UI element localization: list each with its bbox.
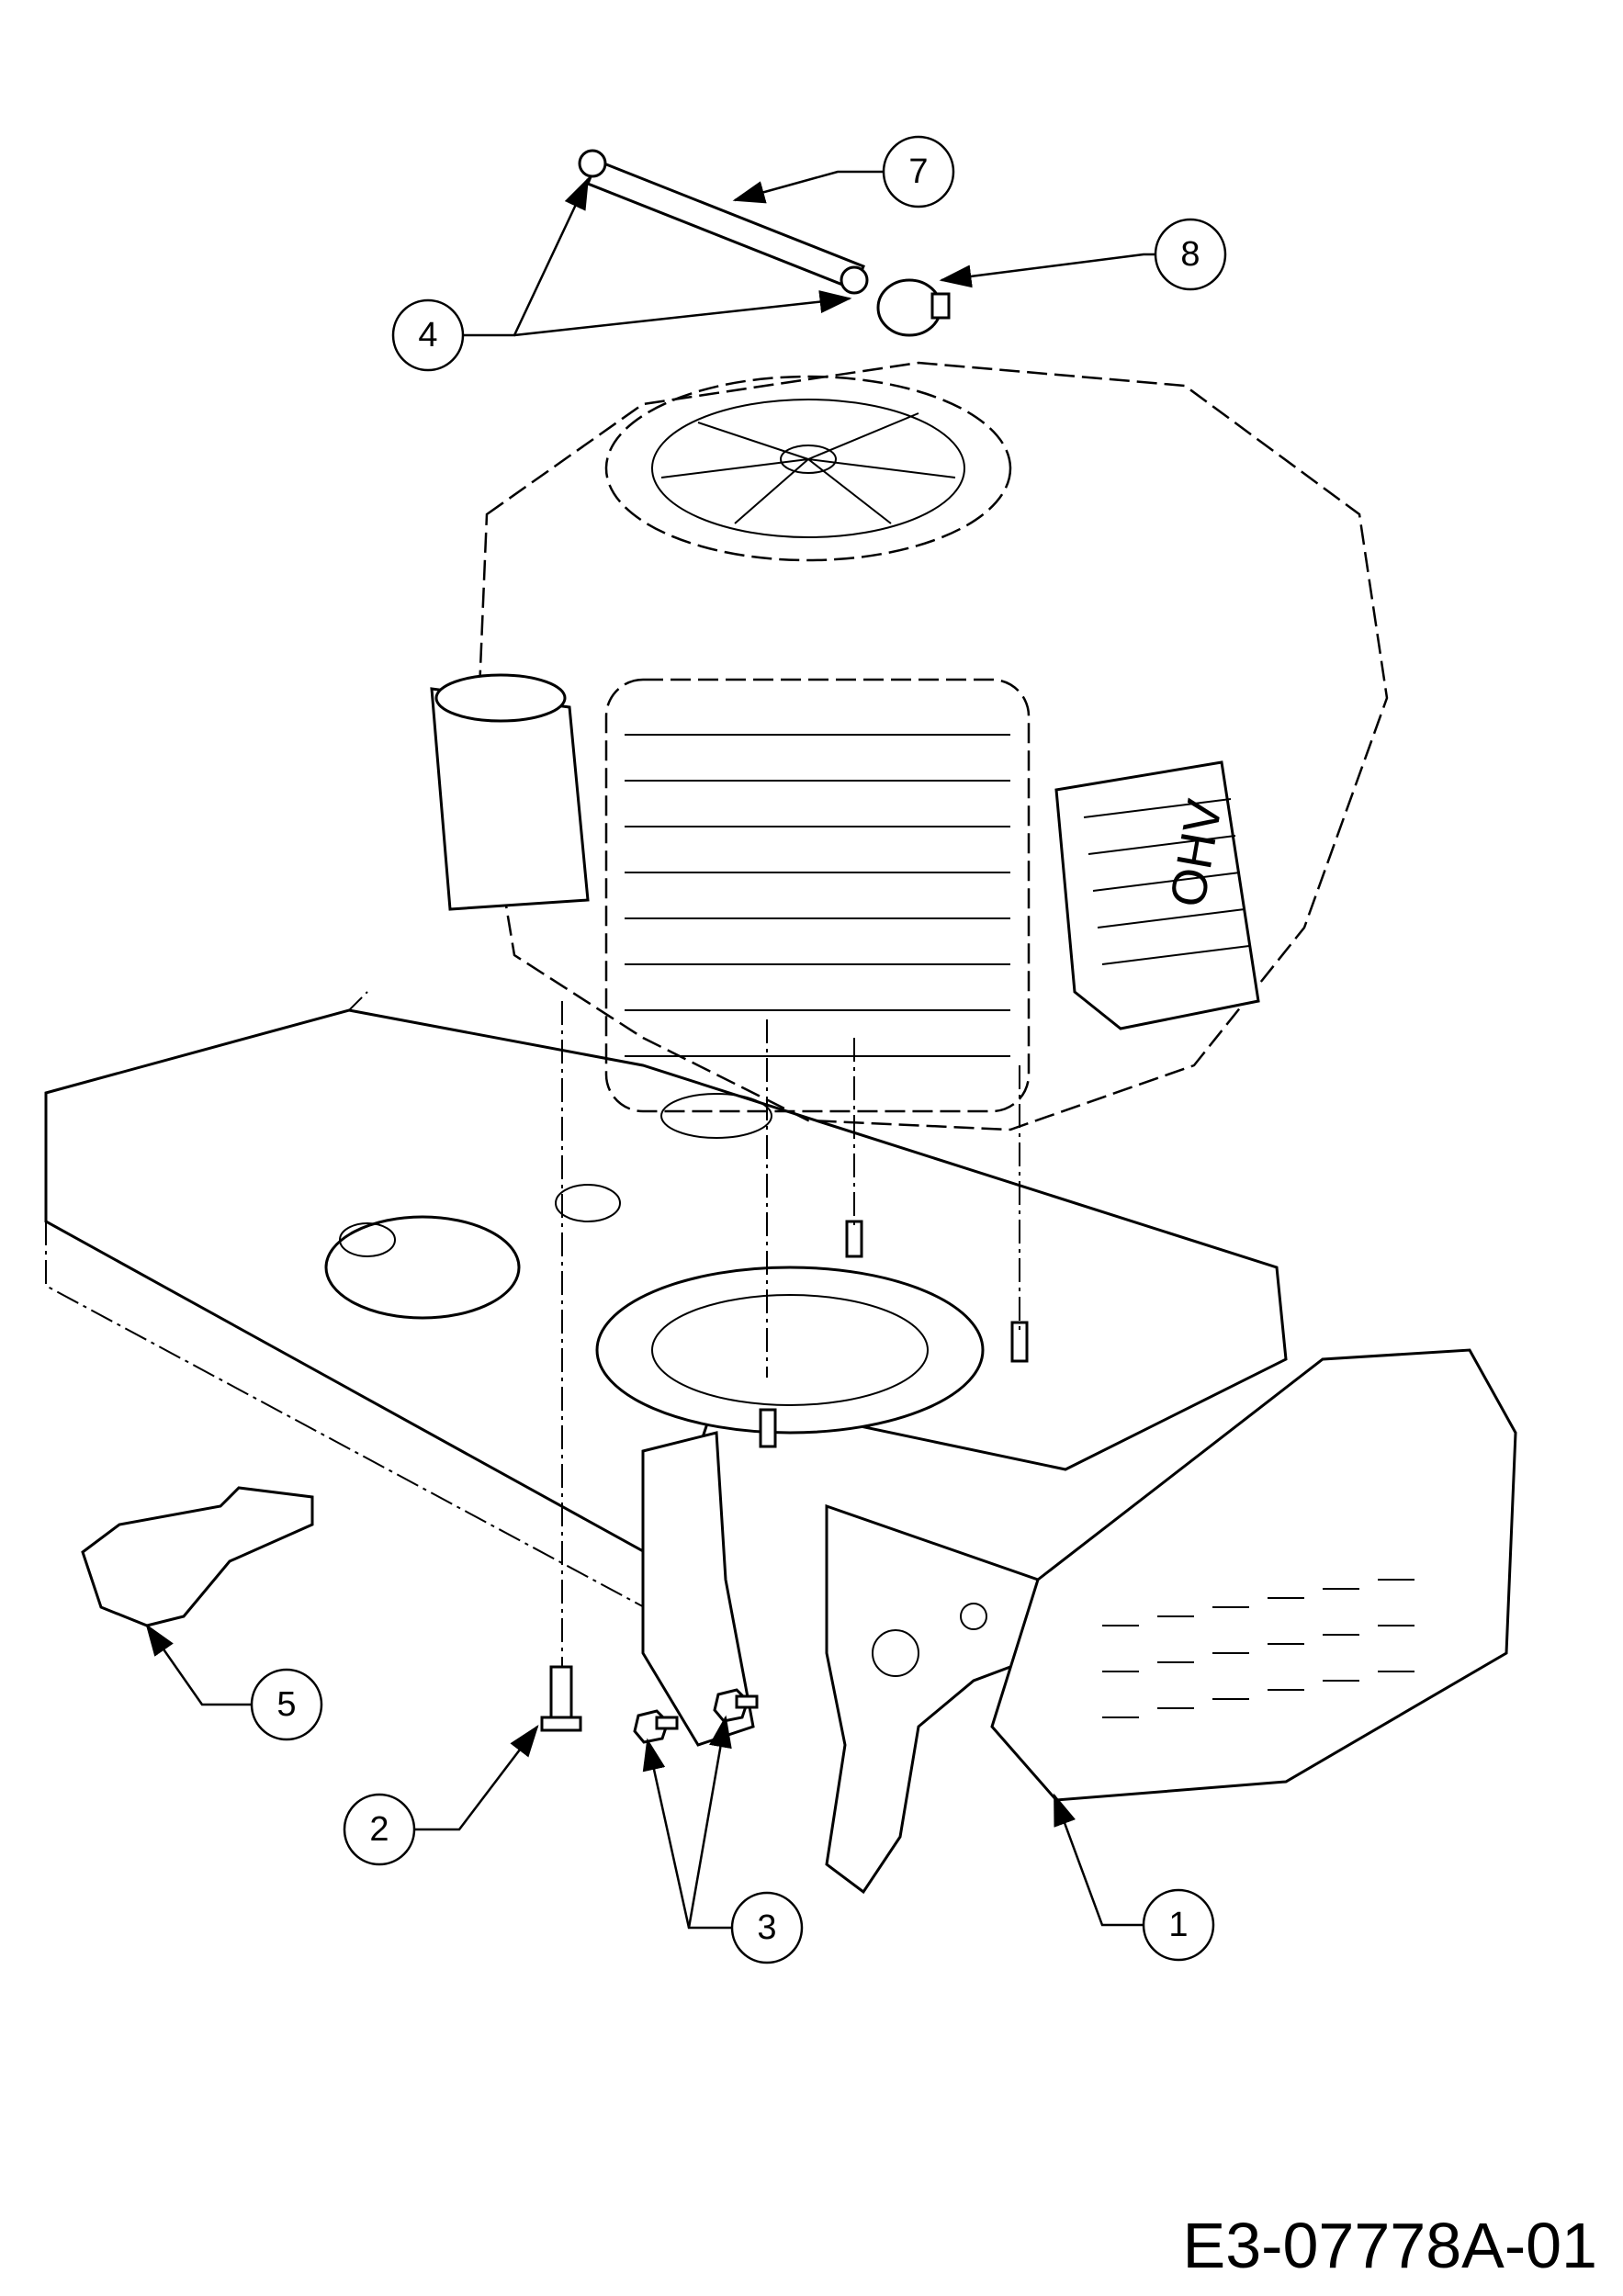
callout-8: 8 [1154,218,1227,291]
svg-text:4: 4 [418,316,437,355]
svg-text:5: 5 [276,1685,296,1724]
tractor-frame [44,991,1288,1895]
drawing-number: E3-07778A-01 [1182,2210,1597,2281]
svg-text:3: 3 [757,1908,776,1947]
leader-lines [145,170,1155,1930]
guard-part [81,1486,314,1627]
callout-4: 4 [391,298,465,372]
callout-2: 2 [343,1793,416,1866]
svg-text:8: 8 [1180,235,1200,274]
fuel-hose-part [578,149,869,295]
svg-text:7: 7 [908,152,928,191]
svg-text:2: 2 [369,1810,389,1849]
screw-parts [633,1688,759,1744]
svg-text:1: 1 [1168,1906,1188,1944]
engine: OHV [430,361,1389,1131]
fuel-filter-part [876,278,951,337]
callout-3: 3 [730,1891,804,1964]
bolt-part [540,1665,582,1732]
callout-5: 5 [250,1668,323,1741]
callout-1: 1 [1142,1888,1215,1962]
heat-shield [990,1348,1517,1802]
alignment-lines [561,1001,1020,1731]
callout-7: 7 [882,135,955,208]
